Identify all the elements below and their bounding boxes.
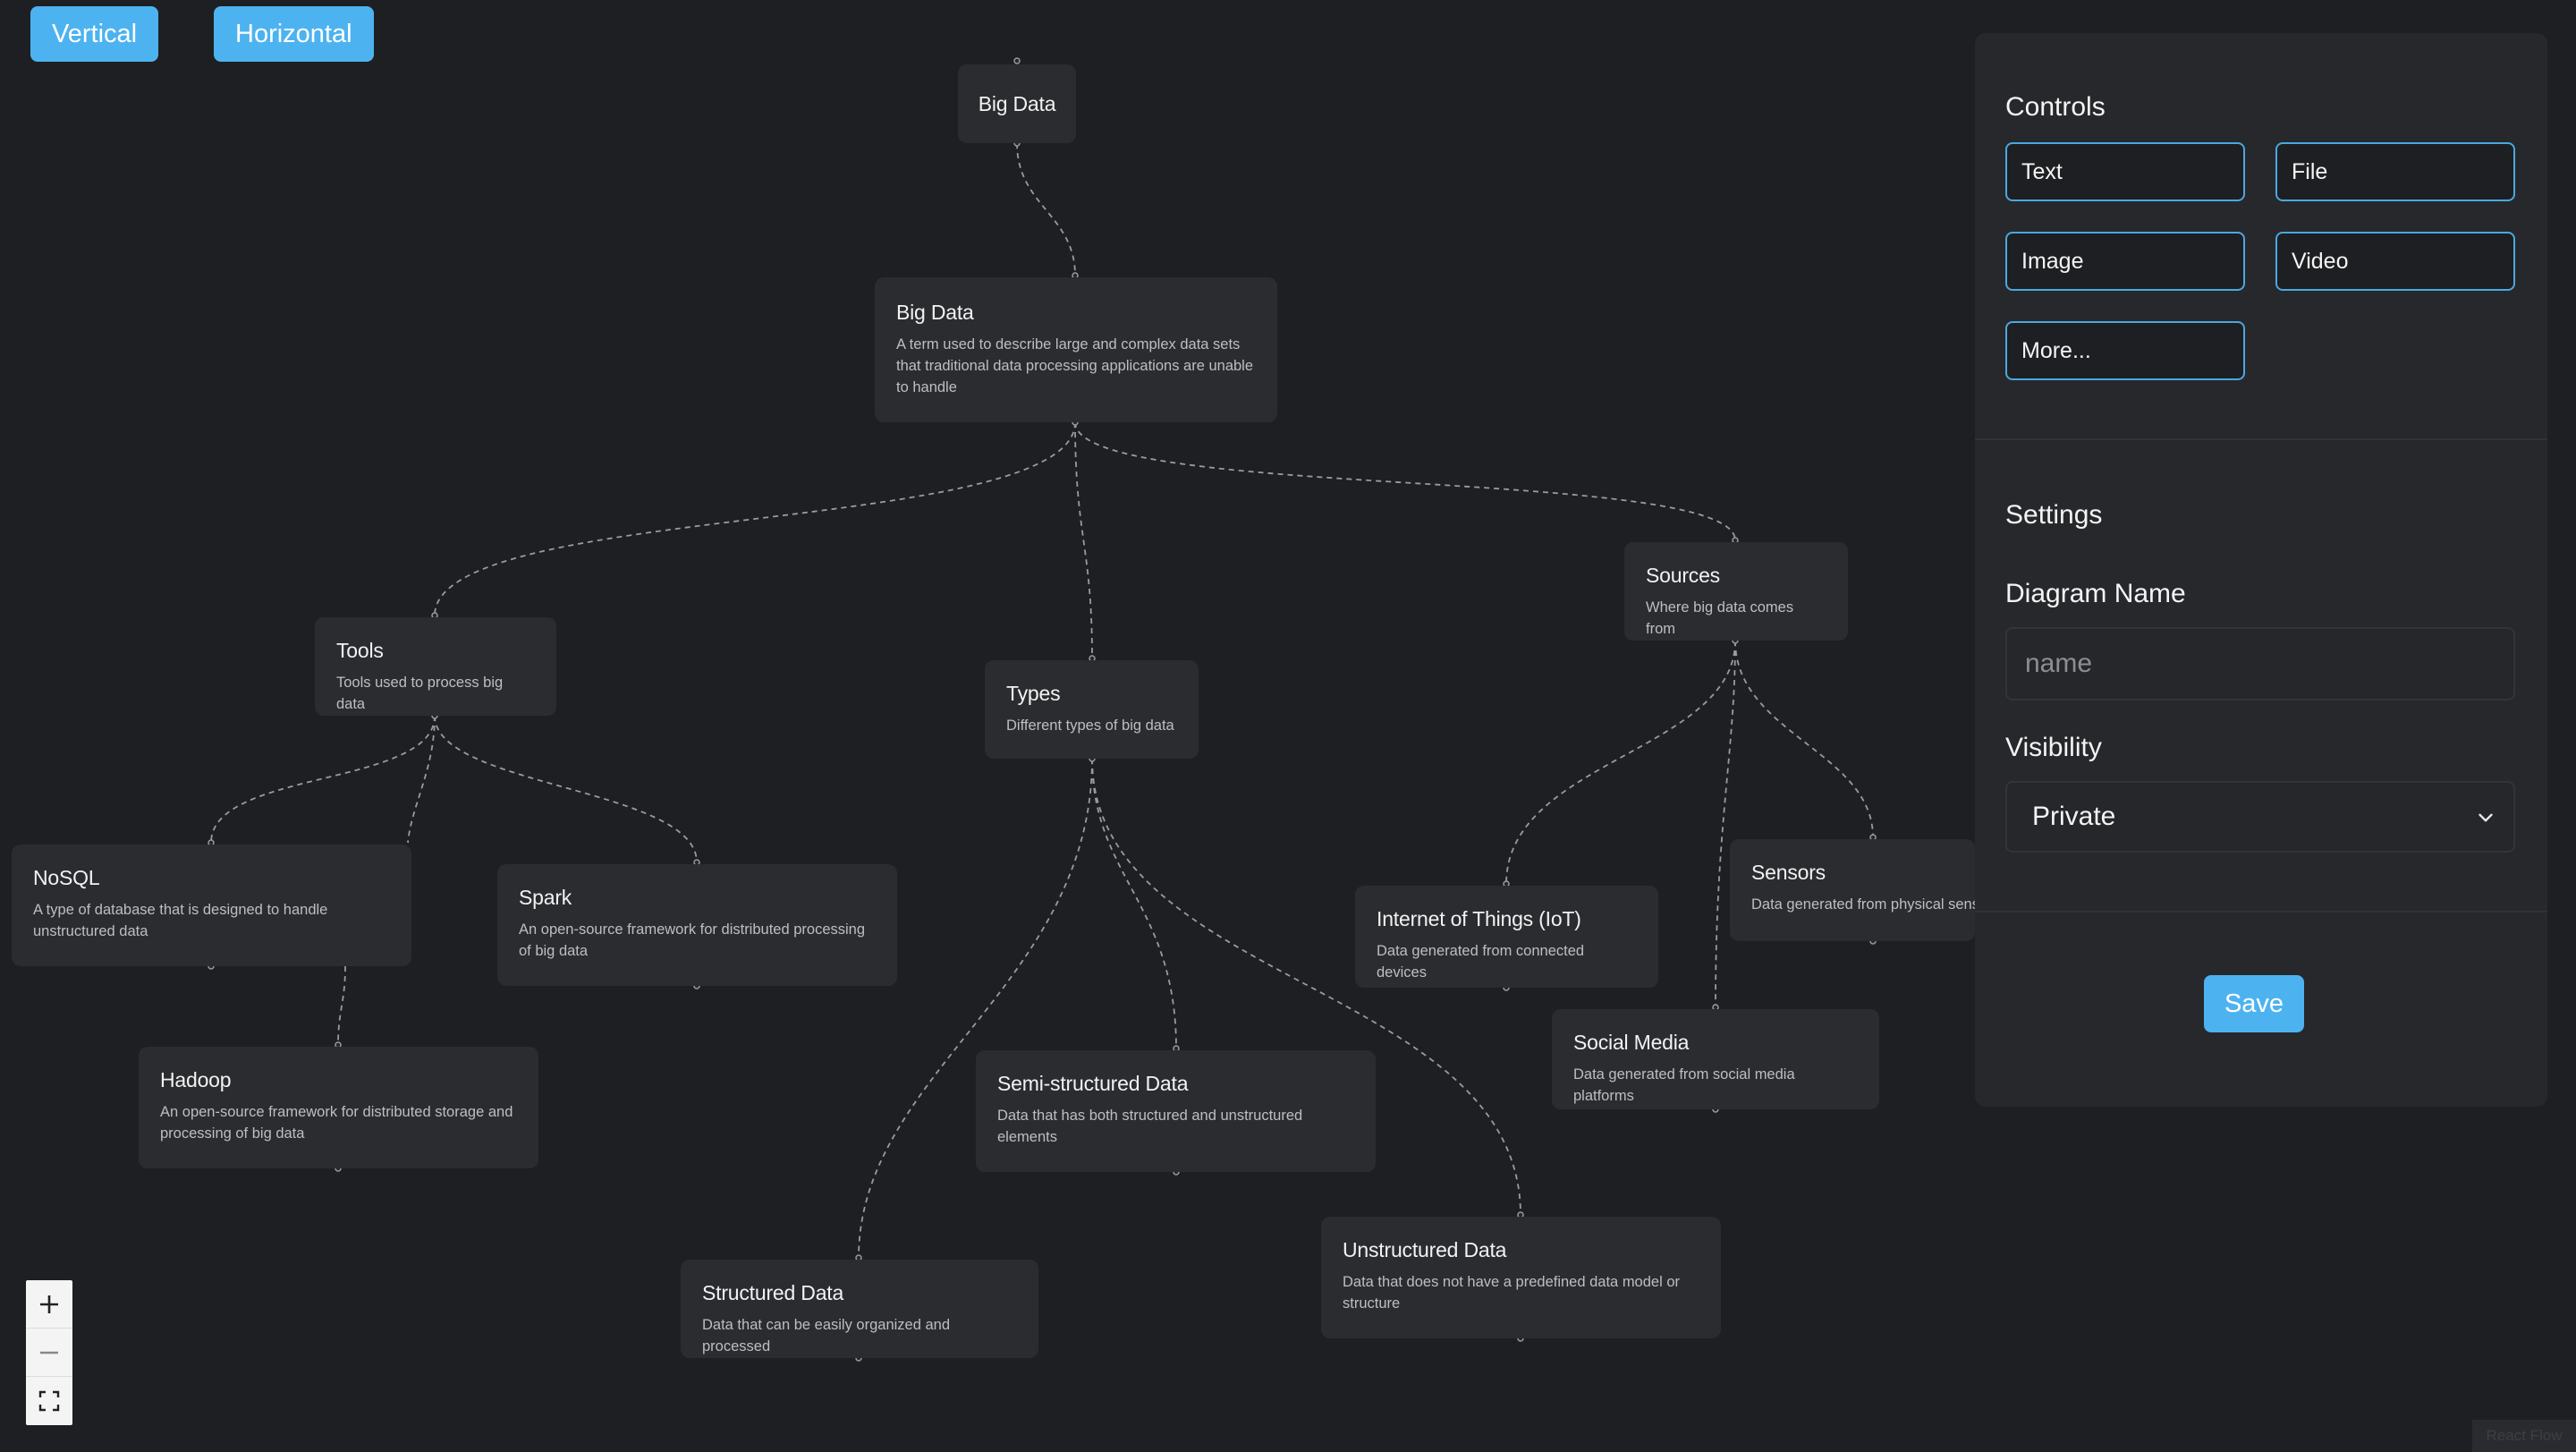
fit-view-button[interactable] (26, 1377, 72, 1424)
more-controls-button[interactable]: More... (2005, 321, 2245, 380)
save-button[interactable]: Save (2204, 975, 2304, 1032)
fit-view-icon (38, 1390, 60, 1411)
diagram-name-label: Diagram Name (2005, 579, 2186, 608)
edge-tools-nosql2 (407, 715, 436, 844)
node-description: Different types of big data (1006, 718, 1174, 734)
node-hadoop[interactable]: Hadoop An open-source framework for dist… (139, 1047, 538, 1168)
minus-icon (40, 1351, 58, 1354)
edge-bigdata-sources (1074, 421, 1736, 541)
edge-types-unstructured (1091, 758, 1521, 1216)
node-title: Internet of Things (IoT) (1377, 907, 1581, 930)
add-video-button[interactable]: Video (2275, 232, 2515, 291)
node-description: Data generated from connected devices (1377, 943, 1585, 981)
node-description: Tools used to process big data (336, 675, 504, 712)
plus-icon (40, 1295, 58, 1313)
edge-bigdata-types (1074, 421, 1093, 659)
node-description: Data that can be easily organized and pr… (702, 1317, 951, 1354)
node-description: An open-source framework for distributed… (519, 921, 866, 959)
node-social-media[interactable]: Social Media Data generated from social … (1552, 1009, 1879, 1109)
diagram-name-input[interactable] (2005, 627, 2515, 701)
edges (210, 142, 1874, 1259)
node-description: A term used to describe large and comple… (896, 336, 1254, 395)
edge-nosql-hadoop (337, 965, 346, 1046)
node-root-big-data[interactable]: Big Data (958, 64, 1076, 143)
node-description: An open-source framework for distributed… (160, 1104, 513, 1142)
node-sources[interactable]: Sources Where big data comes from (1624, 542, 1848, 641)
node-description: Where big data comes from (1646, 599, 1794, 637)
node-title: Big Data (896, 301, 974, 324)
node-structured-data[interactable]: Structured Data Data that can be easily … (681, 1260, 1038, 1358)
node-description: Data generated from physical sens (1751, 896, 1975, 913)
node-title: Structured Data (702, 1281, 844, 1304)
controls-heading: Controls (2005, 92, 2106, 122)
node-spark[interactable]: Spark An open-source framework for distr… (497, 864, 897, 986)
node-title: Semi-structured Data (997, 1072, 1189, 1095)
node-title: Tools (336, 639, 384, 662)
edge-root-bigdata (1016, 142, 1076, 276)
react-flow-attribution[interactable]: React Flow (2472, 1420, 2576, 1452)
visibility-label: Visibility (2005, 733, 2102, 762)
node-title: Types (1006, 682, 1061, 705)
edge-tools-spark (434, 715, 698, 863)
node-description: Data generated from social media platfor… (1573, 1066, 1795, 1104)
edge-sources-social (1715, 640, 1736, 1008)
edge-bigdata-tools (434, 421, 1076, 616)
node-title: Social Media (1573, 1031, 1690, 1054)
settings-heading: Settings (2005, 500, 2103, 530)
node-title: NoSQL (33, 866, 100, 889)
node-title: Sensors (1751, 861, 1826, 884)
add-text-button[interactable]: Text (2005, 142, 2245, 201)
zoom-in-button[interactable] (26, 1280, 72, 1329)
node-unstructured-data[interactable]: Unstructured Data Data that does not hav… (1321, 1217, 1721, 1338)
add-image-button[interactable]: Image (2005, 232, 2245, 291)
zoom-controls (26, 1280, 72, 1425)
node-big-data[interactable]: Big Data A term used to describe large a… (875, 277, 1277, 422)
node-title: Unstructured Data (1343, 1238, 1507, 1261)
node-iot[interactable]: Internet of Things (IoT) Data generated … (1355, 886, 1658, 988)
node-title: Big Data (978, 91, 1056, 115)
node-description: Data that does not have a predefined dat… (1343, 1274, 1681, 1312)
edge-sources-iot (1505, 640, 1736, 885)
chevron-down-icon (2479, 813, 2493, 822)
node-types[interactable]: Types Different types of big data (985, 660, 1199, 759)
visibility-value: Private (2032, 802, 2116, 831)
node-tools[interactable]: Tools Tools used to process big data (315, 617, 556, 716)
control-panel: Controls Text File Image Video More... S… (1975, 33, 2547, 1107)
node-description: Data that has both structured and unstru… (997, 1108, 1303, 1145)
zoom-out-button[interactable] (26, 1329, 72, 1377)
node-sensors[interactable]: Sensors Data generated from physical sen… (1730, 839, 1975, 941)
node-semi-structured-data[interactable]: Semi-structured Data Data that has both … (976, 1050, 1376, 1172)
edge-types-structured (858, 758, 1093, 1259)
node-description: A type of database that is designed to h… (33, 902, 328, 939)
divider (1975, 911, 2547, 913)
edge-types-semi (1091, 758, 1177, 1049)
edge-sources-sensors (1734, 640, 1874, 838)
add-file-button[interactable]: File (2275, 142, 2515, 201)
divider (1975, 438, 2547, 440)
node-title: Sources (1646, 564, 1720, 587)
visibility-select[interactable]: Private (2005, 781, 2515, 853)
node-title: Spark (519, 886, 572, 909)
vertical-layout-button[interactable]: Vertical (30, 6, 159, 62)
edge-tools-nosql (210, 715, 436, 844)
horizontal-layout-button[interactable]: Horizontal (214, 6, 374, 62)
node-nosql[interactable]: NoSQL A type of database that is designe… (12, 845, 411, 966)
node-title: Hadoop (160, 1068, 232, 1091)
